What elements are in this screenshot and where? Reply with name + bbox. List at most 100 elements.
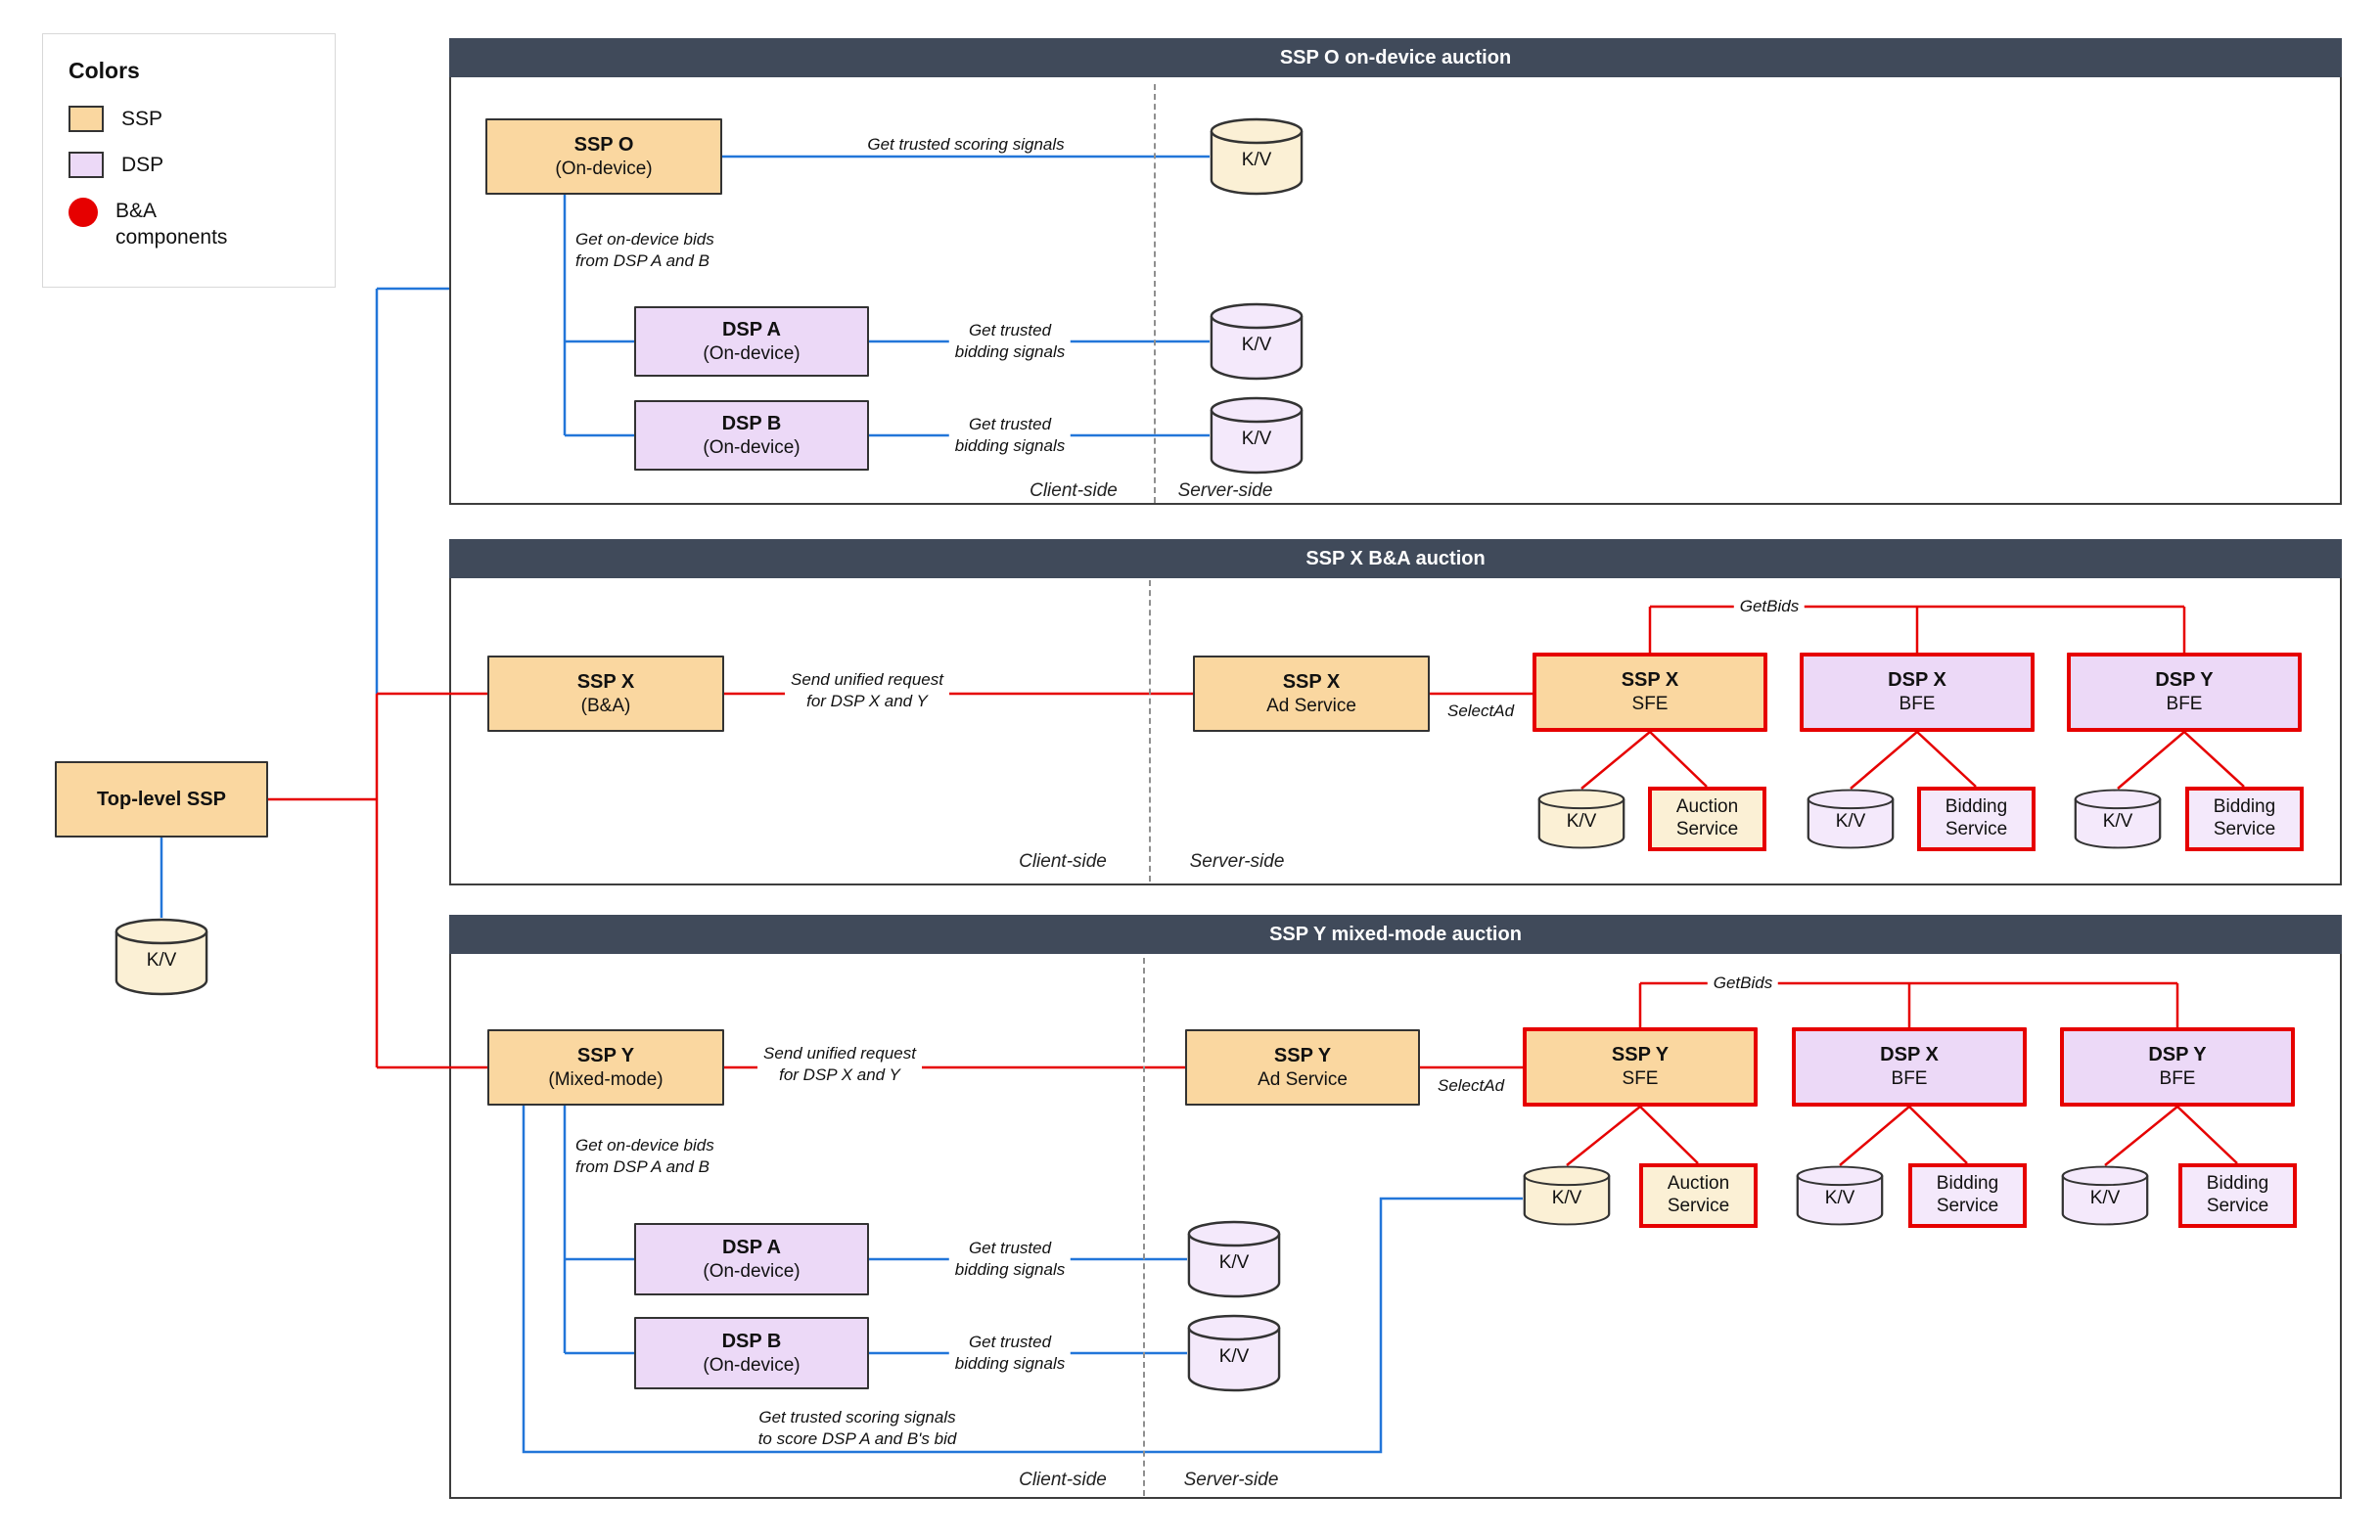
kv-label: K/V	[1566, 811, 1597, 833]
label-line: for DSP X and Y	[806, 692, 928, 710]
label-line: from DSP A and B	[575, 251, 709, 271]
panel1-dsp-b-box: DSP B (On-device)	[634, 400, 869, 471]
legend-item-ssp: SSP	[69, 106, 309, 132]
kv-label: K/V	[1241, 335, 1272, 355]
ssp-y-ad-service-box: SSP Y Ad Service	[1185, 1029, 1420, 1106]
panel2-auction-service-box: Auction Service	[1648, 787, 1766, 851]
left-connectors	[160, 287, 487, 1069]
kv-label: K/V	[2089, 1188, 2121, 1209]
label-line: from DSP A and B	[575, 1157, 709, 1177]
label-line: Get on-device bids	[575, 230, 714, 249]
label-get-on-device-bids: Get on-device bids from DSP A and B	[575, 229, 714, 272]
label-get-trusted-scoring-signals-y: Get trusted scoring signals to score DSP…	[758, 1407, 957, 1450]
bidding-service-label: Bidding Service	[2206, 1173, 2269, 1216]
bfe-x-title: DSP X	[1880, 1044, 1939, 1066]
dsp-a-title: DSP A	[721, 1236, 782, 1258]
bfe-y-subtitle: BFE	[2159, 1068, 2196, 1090]
kv-label: K/V	[2102, 811, 2133, 833]
legend-item-ba: B&A components	[69, 198, 309, 251]
label-line: SelectAd	[1446, 701, 1515, 720]
ssp-y-subtitle: (Mixed-mode)	[548, 1068, 664, 1090]
kv-label: K/V	[146, 950, 177, 971]
sfe-subtitle: SFE	[1631, 694, 1669, 715]
panel1-client-server-divider	[1154, 84, 1156, 503]
label-select-ad-y: SelectAd	[1438, 1075, 1504, 1097]
label-line: bidding signals	[954, 1260, 1066, 1279]
label-line: GetBids	[1713, 973, 1773, 992]
panel3-dsp-y-bfe-box: DSP Y BFE	[2060, 1027, 2295, 1107]
sfe-title: SSP Y	[1611, 1044, 1670, 1066]
cylinder-icon	[1187, 1220, 1281, 1298]
label-get-on-device-bids-y: Get on-device bids from DSP A and B	[575, 1135, 714, 1178]
bfe-y-title: DSP Y	[2155, 669, 2214, 692]
legend-dsp-label: DSP	[121, 153, 164, 176]
top-level-ssp-box: Top-level SSP	[55, 761, 268, 838]
sfe-subtitle: SFE	[1622, 1068, 1659, 1090]
top-level-ssp-label: Top-level SSP	[97, 789, 226, 810]
auction-service-label: Auction Service	[1667, 1173, 1730, 1216]
panel2-bidding-service-y-box: Bidding Service	[2185, 787, 2304, 851]
ssp-swatch	[69, 106, 104, 132]
panel3-dsp-b-kv-store: K/V	[1187, 1314, 1281, 1392]
cylinder-icon	[2074, 789, 2162, 849]
panel3-client-server-divider	[1143, 958, 1145, 1496]
cylinder-icon	[1187, 1314, 1281, 1392]
label-line: Get trusted	[968, 1332, 1052, 1351]
panel3-dsp-b-box: DSP B (On-device)	[634, 1317, 869, 1389]
kv-label: K/V	[1218, 1346, 1250, 1367]
cylinder-icon	[1210, 302, 1304, 381]
ad-service-subtitle: Ad Service	[1258, 1068, 1348, 1090]
legend-ba-label: B&A components	[115, 200, 228, 249]
ssp-x-ad-service-box: SSP X Ad Service	[1193, 656, 1430, 732]
panel2-client-side-label: Client-side	[1019, 851, 1107, 872]
dsp-b-subtitle: (On-device)	[703, 1354, 801, 1376]
kv-label: K/V	[1218, 1252, 1250, 1273]
ssp-o-kv-store: K/V	[1210, 117, 1304, 196]
panel1-dsp-b-kv-store: K/V	[1210, 396, 1304, 475]
top-level-kv-store: K/V	[114, 918, 208, 996]
label-get-trusted-bidding-signals-a: Get trusted bidding signals	[948, 318, 1072, 365]
panel-ssp-y-header: SSP Y mixed-mode auction	[449, 915, 2342, 954]
panel-ssp-x-header: SSP X B&A auction	[449, 539, 2342, 578]
panel3-bfe-x-kv-store: K/V	[1796, 1165, 1884, 1226]
auction-service-label: Auction Service	[1675, 796, 1739, 839]
dsp-b-title: DSP B	[721, 1330, 782, 1352]
label-get-trusted-bidding-signals-a-y: Get trusted bidding signals	[948, 1236, 1072, 1283]
panel1-connectors	[563, 155, 1210, 437]
bfe-x-subtitle: BFE	[1891, 1068, 1928, 1090]
ssp-x-subtitle: (B&A)	[580, 695, 631, 716]
label-select-ad-x: SelectAd	[1447, 701, 1514, 722]
panel1-server-side-label: Server-side	[1177, 480, 1273, 501]
bfe-y-title: DSP Y	[2148, 1044, 2207, 1066]
dsp-swatch	[69, 152, 104, 178]
panel2-dsp-y-bfe-box: DSP Y BFE	[2067, 653, 2302, 732]
label-get-trusted-scoring-signals: Get trusted scoring signals	[867, 134, 1064, 156]
ad-service-title: SSP Y	[1273, 1044, 1332, 1066]
ssp-x-box: SSP X (B&A)	[487, 656, 724, 732]
label-line: bidding signals	[954, 342, 1066, 361]
bidding-service-label: Bidding Service	[1936, 1173, 1999, 1216]
label-send-unified-request-x: Send unified request for DSP X and Y	[785, 667, 949, 714]
kv-label: K/V	[1241, 429, 1272, 449]
panel3-auction-service-box: Auction Service	[1639, 1163, 1758, 1228]
label-line: Get trusted scoring signals	[867, 134, 1065, 154]
kv-label: K/V	[1551, 1188, 1582, 1209]
kv-label: K/V	[1835, 811, 1866, 833]
panel2-dsp-x-bfe-box: DSP X BFE	[1800, 653, 2035, 732]
panel1-dsp-a-box: DSP A (On-device)	[634, 306, 869, 377]
panel3-sfe-kv-store: K/V	[1523, 1165, 1611, 1226]
panel3-dsp-x-bfe-box: DSP X BFE	[1792, 1027, 2027, 1107]
ssp-x-sfe-box: SSP X SFE	[1533, 653, 1767, 732]
label-line: to score DSP A and B's bid	[757, 1429, 957, 1448]
label-line: for DSP X and Y	[779, 1065, 900, 1084]
panel3-client-side-label: Client-side	[1019, 1470, 1107, 1490]
panel1-dsp-a-kv-store: K/V	[1210, 302, 1304, 381]
dsp-a-title: DSP A	[721, 318, 782, 340]
cylinder-icon	[1807, 789, 1895, 849]
bfe-x-title: DSP X	[1888, 669, 1946, 692]
dsp-a-subtitle: (On-device)	[703, 342, 801, 364]
legend-ssp-label: SSP	[121, 107, 163, 130]
ssp-y-sfe-box: SSP Y SFE	[1523, 1027, 1758, 1107]
